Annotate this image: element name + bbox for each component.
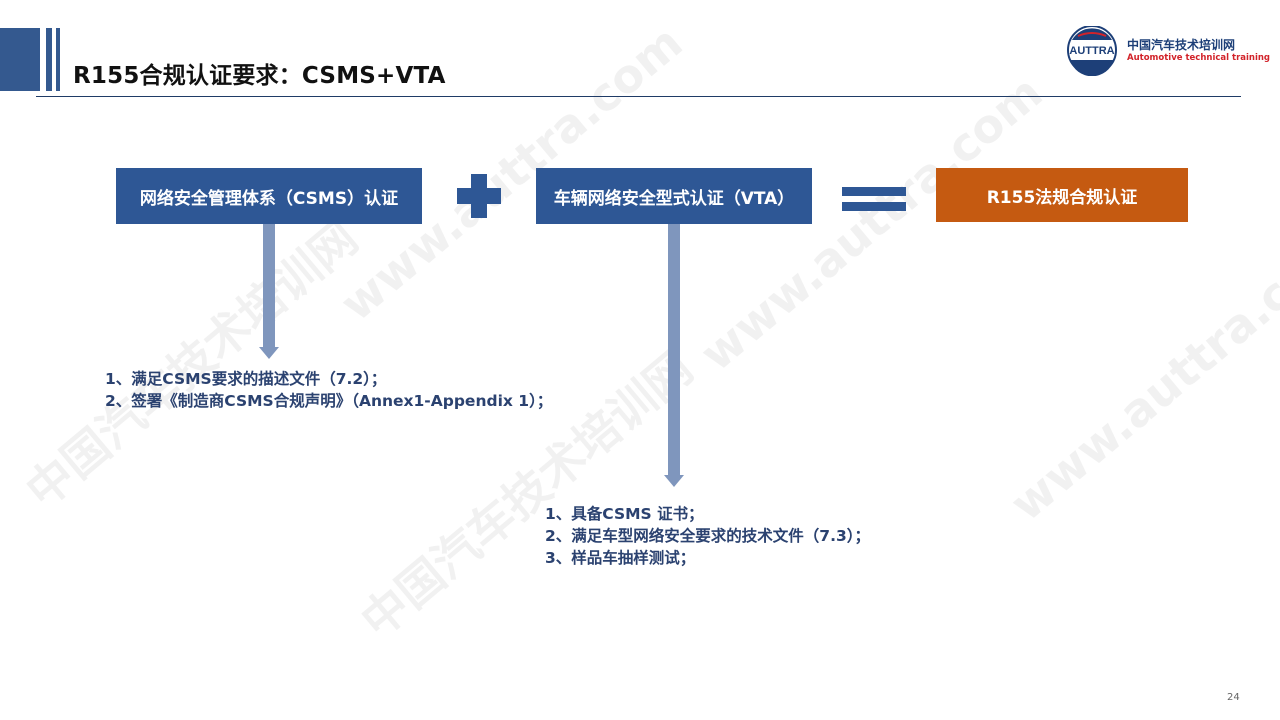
plus-icon bbox=[471, 174, 487, 218]
csms-requirements-list: 1、满足CSMS要求的描述文件（7.2）； 2、签署《制造商CSMS合规声明》（… bbox=[105, 368, 552, 412]
logo-badge-text: AUTTRA bbox=[1069, 45, 1114, 57]
r155-result-box: R155法规合规认证 bbox=[936, 168, 1188, 222]
list-item: 2、满足车型网络安全要求的技术文件（7.3）； bbox=[545, 527, 870, 545]
equals-icon bbox=[842, 187, 906, 196]
vta-arrow-head bbox=[664, 475, 684, 487]
header-accent-bar bbox=[0, 28, 40, 91]
vta-arrow bbox=[668, 224, 680, 476]
equals-icon bbox=[842, 202, 906, 211]
page-number: 24 bbox=[1227, 692, 1240, 703]
header-accent-bar bbox=[56, 28, 60, 91]
watermark-url: www.auttra.com bbox=[1000, 215, 1280, 532]
vta-requirements-list: 1、具备CSMS 证书； 2、满足车型网络安全要求的技术文件（7.3）； 3、样… bbox=[545, 503, 870, 569]
auttra-logo: AUTTRA bbox=[1067, 26, 1117, 76]
watermark-cn: 中国汽车技术培训网 bbox=[15, 210, 368, 519]
vta-box: 车辆网络安全型式认证（VTA） bbox=[536, 168, 812, 224]
slide-title: R155合规认证要求：CSMS+VTA bbox=[73, 63, 446, 89]
header-divider bbox=[36, 96, 1241, 97]
list-item: 2、签署《制造商CSMS合规声明》（Annex1-Appendix 1）； bbox=[105, 392, 553, 410]
csms-box: 网络安全管理体系（CSMS）认证 bbox=[116, 168, 422, 224]
csms-arrow bbox=[263, 224, 275, 348]
header-accent-bar bbox=[46, 28, 52, 91]
list-item: 1、具备CSMS 证书； bbox=[545, 505, 704, 523]
csms-arrow-head bbox=[259, 347, 279, 359]
list-item: 1、满足CSMS要求的描述文件（7.2）； bbox=[105, 370, 387, 388]
logo-en-text: Automotive technical training bbox=[1127, 53, 1271, 63]
list-item: 3、样品车抽样测试； bbox=[545, 549, 696, 567]
logo-cn-text: 中国汽车技术培训网 bbox=[1127, 38, 1236, 52]
